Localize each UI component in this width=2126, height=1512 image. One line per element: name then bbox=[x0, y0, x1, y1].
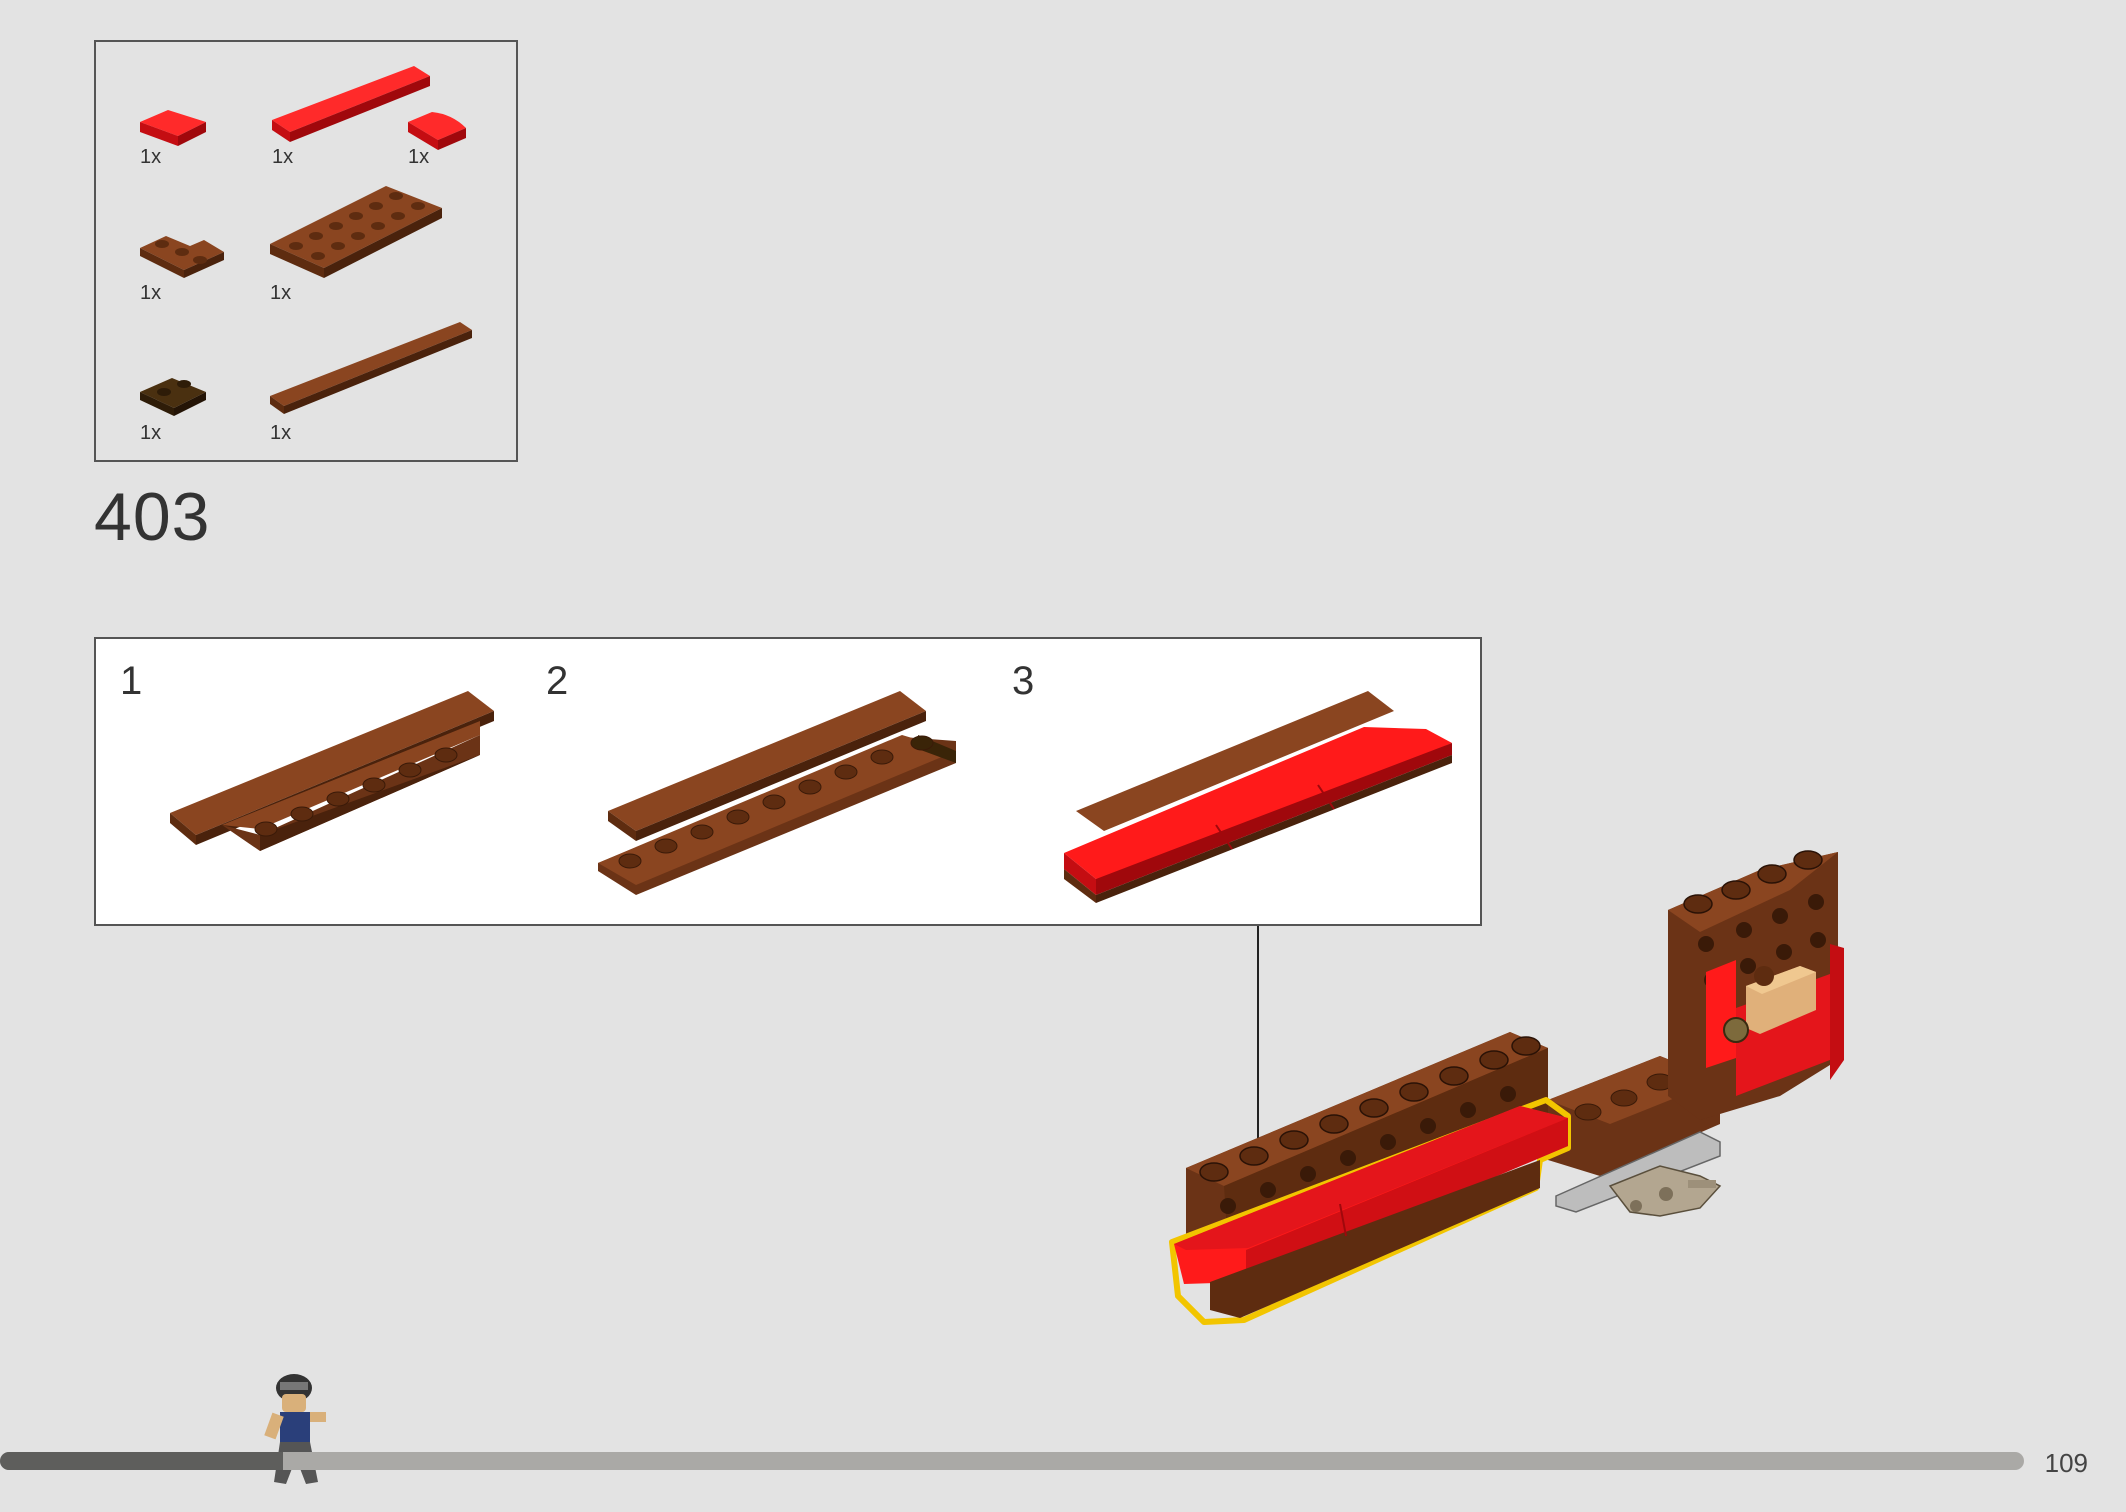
substep-3-assembly bbox=[1064, 691, 1452, 903]
page-number: 109 bbox=[2044, 1448, 2088, 1478]
part-quantity: 1x bbox=[270, 422, 292, 444]
parts-list-graphics bbox=[140, 66, 472, 416]
part-quantity: 1x bbox=[408, 146, 430, 168]
red-plate-1x6-icon bbox=[272, 66, 430, 142]
substep-label: 1 bbox=[120, 659, 143, 703]
brown-corner-plate-icon bbox=[140, 236, 224, 278]
progress-bar-fill bbox=[0, 1452, 284, 1470]
highlighted-subassembly bbox=[1169, 1097, 1571, 1325]
part-quantity: 1x bbox=[140, 282, 162, 304]
substeps-graphics bbox=[170, 691, 1452, 903]
part-quantity: 1x bbox=[270, 282, 292, 304]
part-quantity: 1x bbox=[272, 146, 294, 168]
brown-tile-1x8-icon bbox=[270, 322, 472, 414]
instruction-progress-bar bbox=[0, 1452, 2024, 1470]
step-number: 403 bbox=[94, 479, 211, 555]
minifigure-progress-icon bbox=[264, 1374, 326, 1484]
part-quantity: 1x bbox=[140, 422, 162, 444]
parts-list-panel: 1x 1x 1x 1x 1x 1x 1x bbox=[94, 40, 518, 462]
substep-1-assembly bbox=[170, 691, 494, 851]
substep-label: 2 bbox=[546, 659, 569, 703]
substep-label: 3 bbox=[1012, 659, 1035, 703]
red-plate-1x2-icon bbox=[140, 110, 206, 146]
tan-claw-piece bbox=[1608, 1165, 1722, 1217]
red-curved-slope-icon bbox=[408, 112, 466, 150]
model-tower bbox=[1668, 850, 1844, 1120]
part-quantity: 1x bbox=[140, 146, 162, 168]
brown-plate-2x6-icon bbox=[270, 186, 442, 278]
grey-transparent-plate bbox=[1555, 1131, 1721, 1213]
substeps-callout: 1 2 3 bbox=[94, 637, 1482, 926]
substep-2-assembly bbox=[598, 691, 956, 895]
dark-brown-plate-1x2-icon bbox=[140, 378, 206, 416]
